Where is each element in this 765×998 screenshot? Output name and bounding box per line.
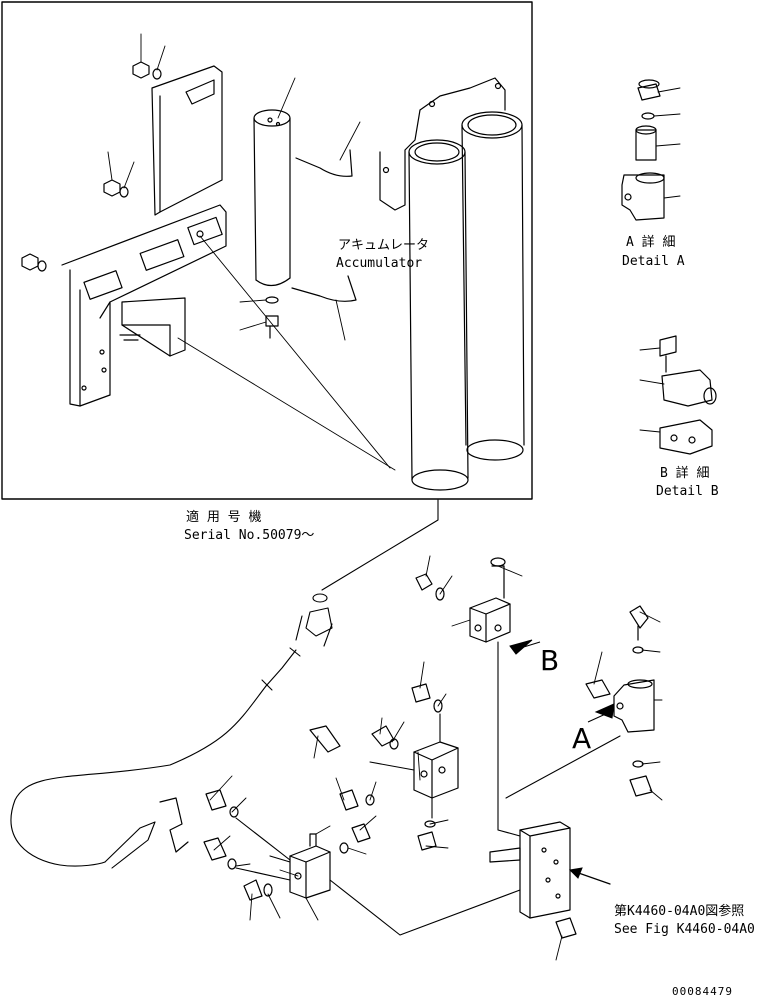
hose-assembly xyxy=(10,499,439,869)
mounting-bracket xyxy=(61,65,227,407)
ref-arrow-head xyxy=(568,867,583,879)
detail-a-title-jp: A 詳 細 xyxy=(626,235,676,250)
tube-routing xyxy=(235,641,621,936)
figure-reference-en: See Fig K4460-04A0 xyxy=(614,922,755,937)
small-accumulator xyxy=(253,109,291,287)
mounting-plate-lower xyxy=(489,821,577,939)
detail-b-parts xyxy=(639,335,717,455)
valve-block-lower xyxy=(159,789,331,901)
figure-reference-jp: 第K4460-04A0図参照 xyxy=(614,904,745,919)
valve-block-b xyxy=(415,557,511,643)
detail-b-title-jp: B 詳 細 xyxy=(660,466,710,481)
arrow-a-marker xyxy=(587,703,615,723)
section-marker-b: B xyxy=(540,644,560,677)
serial-label-en: Serial No.50079～ xyxy=(184,528,315,543)
inset-frame xyxy=(1,1,533,500)
valve-block-center xyxy=(309,725,459,854)
fittings-mid xyxy=(411,605,655,797)
direction-arrows xyxy=(509,639,615,879)
detail-b-title-en: Detail B xyxy=(656,484,719,499)
arrow-b-marker xyxy=(509,639,541,655)
section-marker-a: A xyxy=(572,722,592,755)
accumulator-label-en: Accumulator xyxy=(336,256,423,271)
serial-label-jp: 適 用 号 機 xyxy=(186,510,262,525)
leader-lines-lower xyxy=(209,555,663,961)
detail-a-parts xyxy=(621,79,681,221)
fastener-set xyxy=(21,61,162,272)
drawing-number: 00084479 xyxy=(672,985,733,998)
accumulator-label-jp: アキュムレータ xyxy=(338,238,430,253)
large-accumulator-pair xyxy=(379,77,525,491)
leader-lines xyxy=(107,33,396,471)
detail-a-title-en: Detail A xyxy=(622,254,685,269)
